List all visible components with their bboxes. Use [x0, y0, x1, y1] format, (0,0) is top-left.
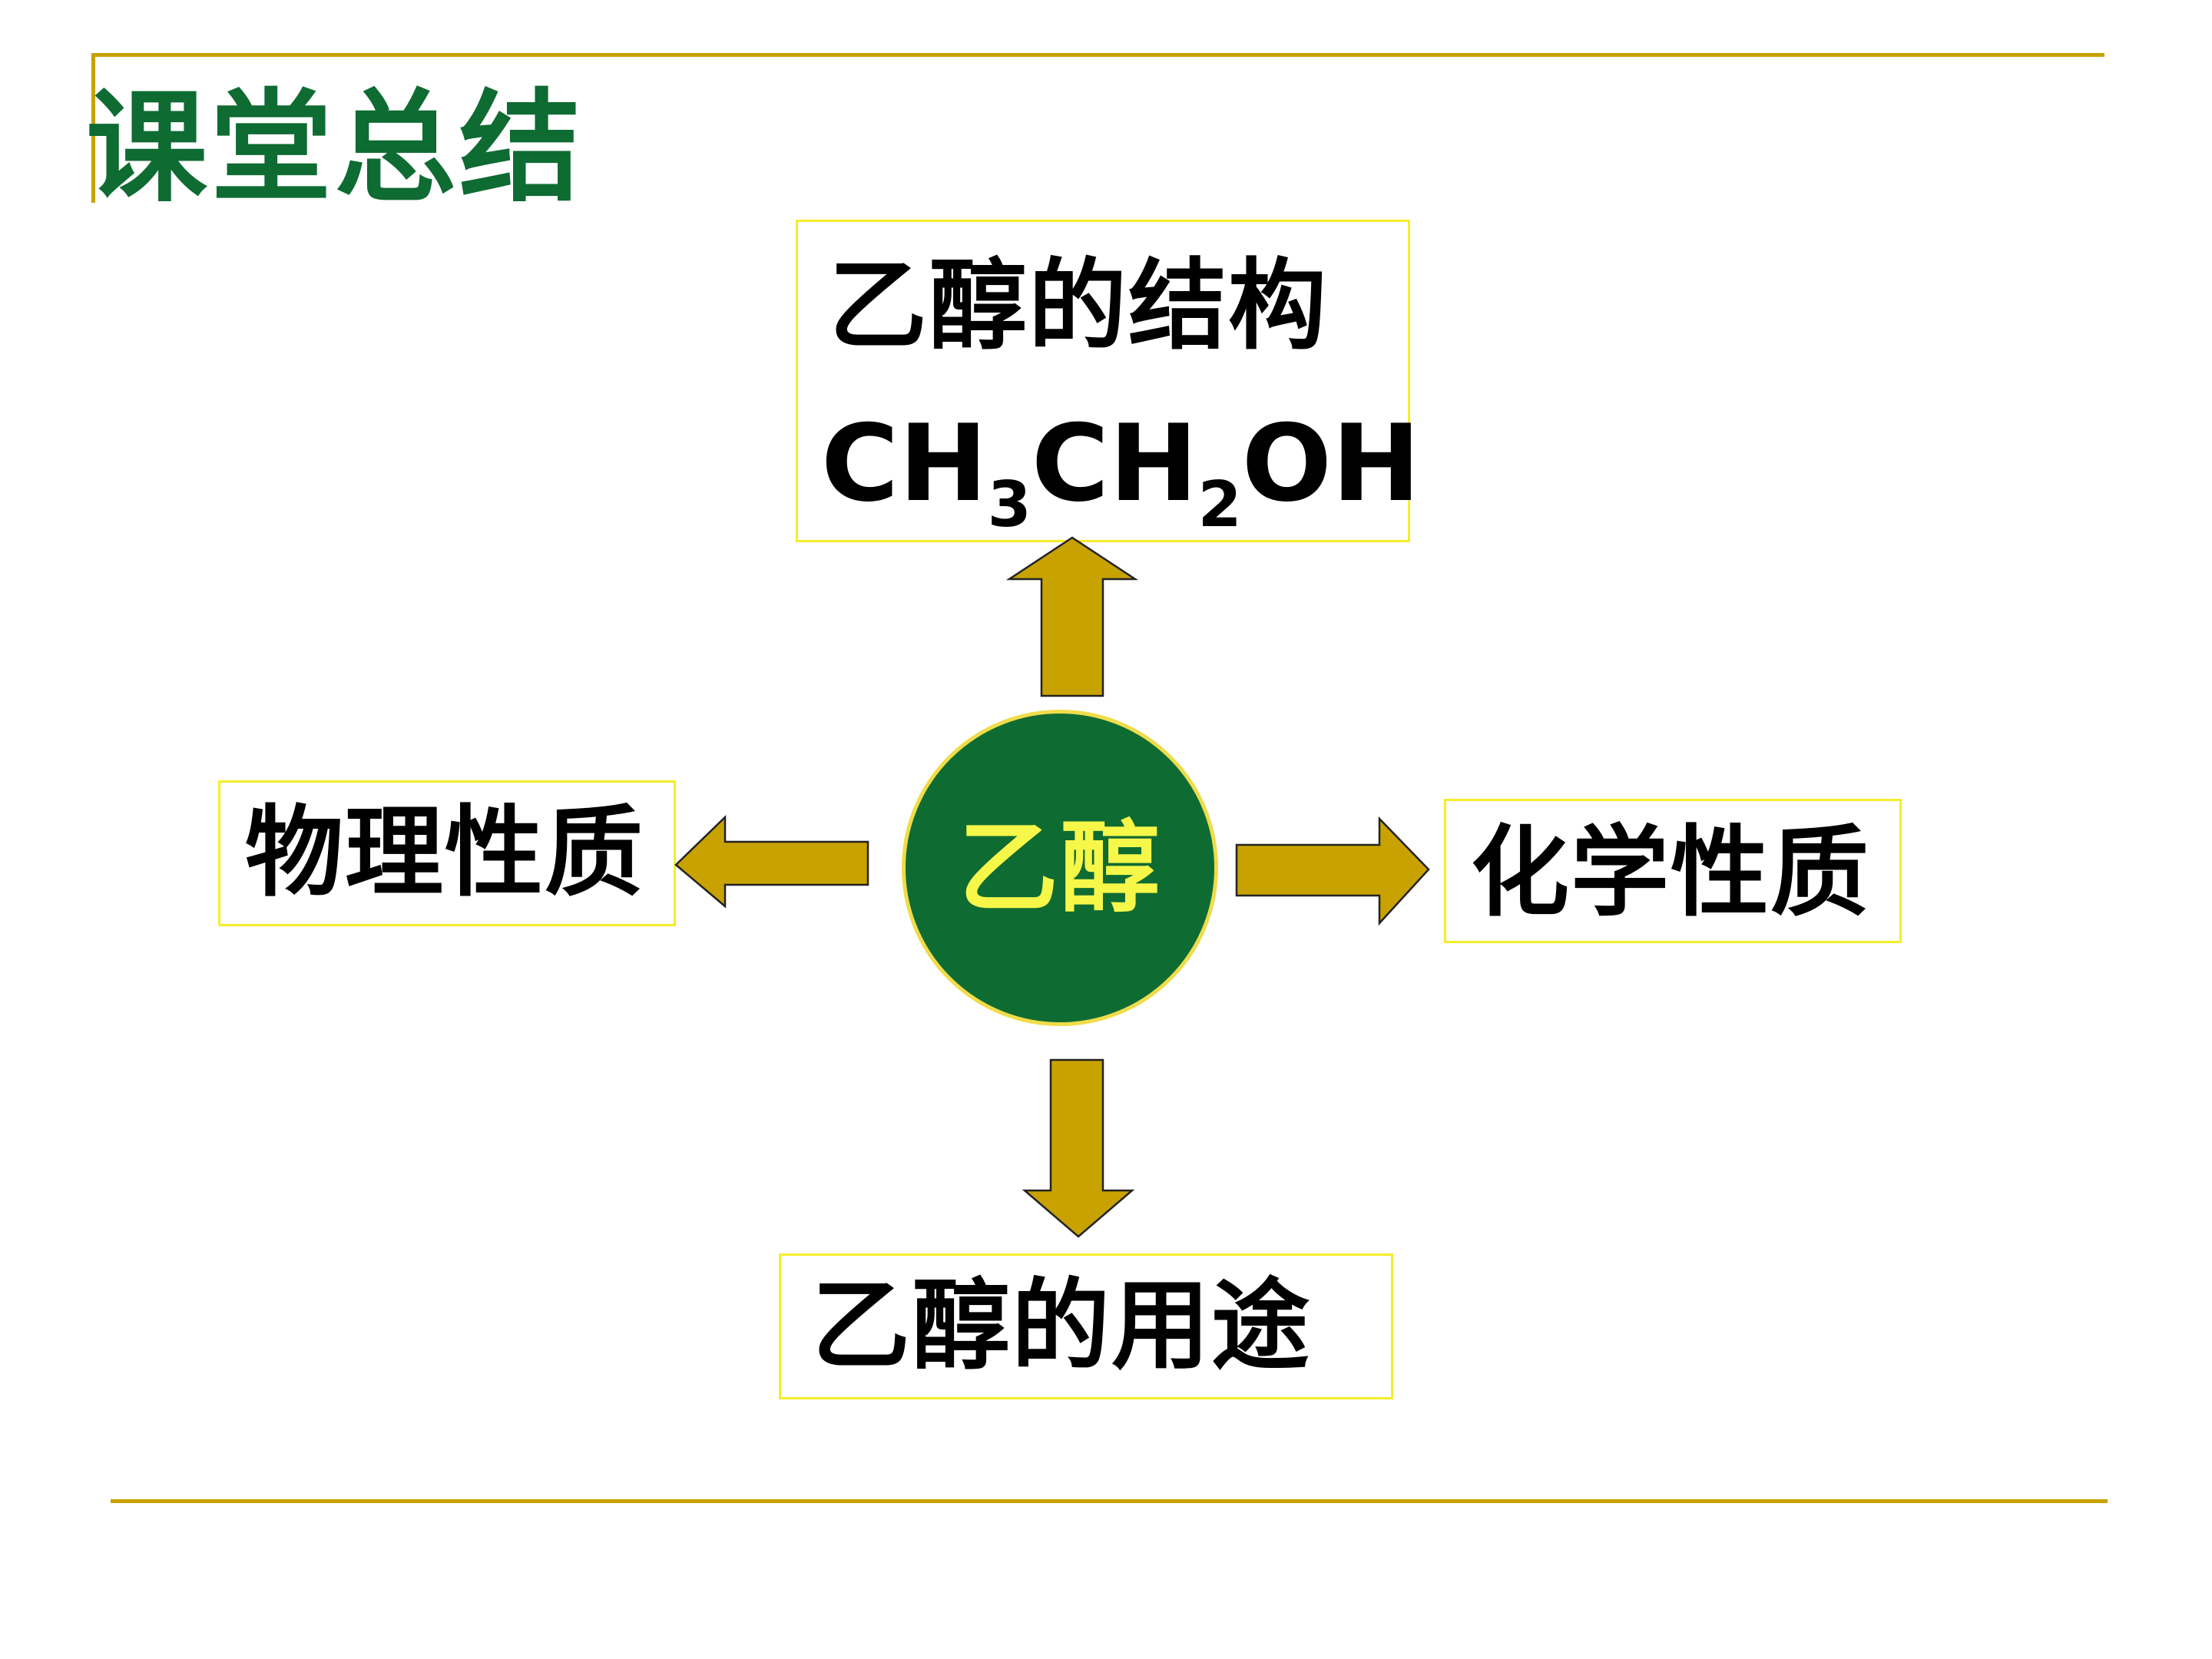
ethanol-formula: CH3CH2OH	[821, 406, 1421, 542]
top-rule	[92, 53, 2104, 57]
center-label: 乙醇	[958, 810, 1161, 926]
formula-sub-2: 2	[1197, 469, 1242, 541]
arrow-up	[1005, 536, 1139, 697]
arrow-down	[1022, 1058, 1135, 1238]
physical-properties-label: 物理性质	[245, 796, 645, 910]
uses-node: 乙醇的用途	[779, 1253, 1393, 1399]
physical-properties-node: 物理性质	[218, 780, 676, 926]
slide-title: 课堂总结	[86, 78, 584, 219]
structure-node: 乙醇的结构 CH3CH2OH	[796, 220, 1421, 542]
uses-label: 乙醇的用途	[812, 1269, 1312, 1383]
arrow-left	[674, 815, 869, 909]
left-rule	[91, 53, 95, 203]
formula-oh: OH	[1241, 402, 1421, 525]
center-node-ethanol: 乙醇	[902, 710, 1218, 1026]
chemical-properties-label: 化学性质	[1471, 816, 1871, 930]
arrow-right	[1235, 816, 1430, 926]
chemical-properties-node: 化学性质	[1444, 799, 1902, 943]
bottom-rule	[111, 1499, 2108, 1503]
formula-sub-3: 3	[987, 469, 1031, 541]
structure-label: 乙醇的结构	[829, 249, 1329, 363]
formula-ch-1: CH	[821, 402, 988, 525]
formula-ch-2: CH	[1031, 402, 1198, 525]
